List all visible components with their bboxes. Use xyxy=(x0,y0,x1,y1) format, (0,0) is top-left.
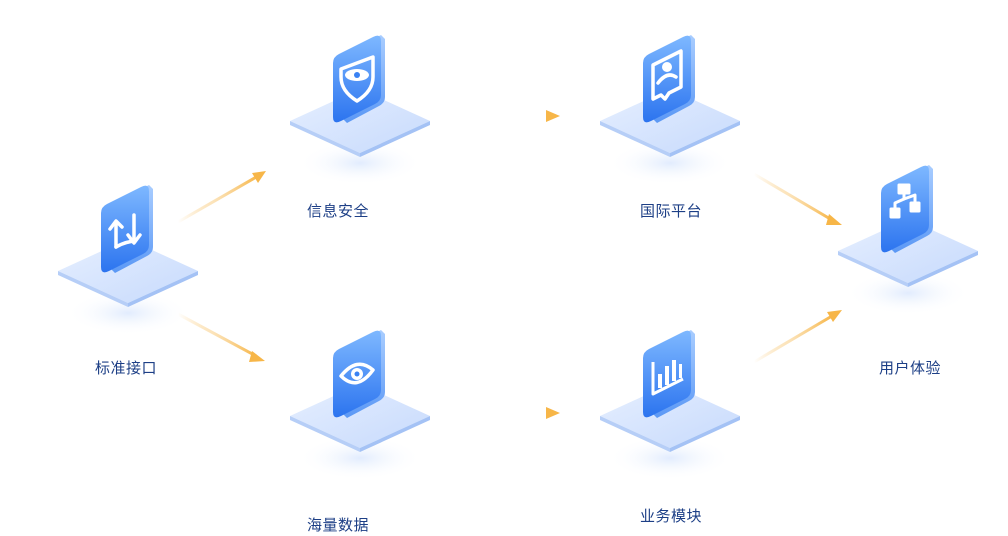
node-user-experience xyxy=(833,165,983,315)
node-business-module xyxy=(595,330,745,480)
label-standard-interface: 标准接口 xyxy=(94,359,157,377)
arrow-security-to-platform xyxy=(444,110,560,122)
shield-lock-icon xyxy=(339,55,375,103)
arrow-business-to-user xyxy=(753,310,842,364)
arrow-data-to-business xyxy=(444,407,560,419)
label-intl-platform: 国际平台 xyxy=(639,202,702,220)
node-standard-interface xyxy=(53,185,203,335)
swap-arrows-icon xyxy=(108,213,142,249)
label-massive-data: 海量数据 xyxy=(306,516,369,534)
arrow-platform-to-user xyxy=(753,172,842,225)
label-business-module: 业务模块 xyxy=(639,507,702,525)
node-info-security xyxy=(285,35,435,185)
arrow-interface-to-data xyxy=(177,312,265,362)
user-card-icon xyxy=(651,49,683,101)
label-info-security: 信息安全 xyxy=(306,202,369,220)
node-intl-platform xyxy=(595,35,745,185)
eye-icon xyxy=(339,362,375,385)
label-user-experience: 用户体验 xyxy=(878,359,941,377)
flowchart-icon xyxy=(889,183,921,219)
node-massive-data xyxy=(285,330,435,480)
bar-chart-icon xyxy=(651,360,684,396)
arrow-interface-to-security xyxy=(177,171,266,224)
